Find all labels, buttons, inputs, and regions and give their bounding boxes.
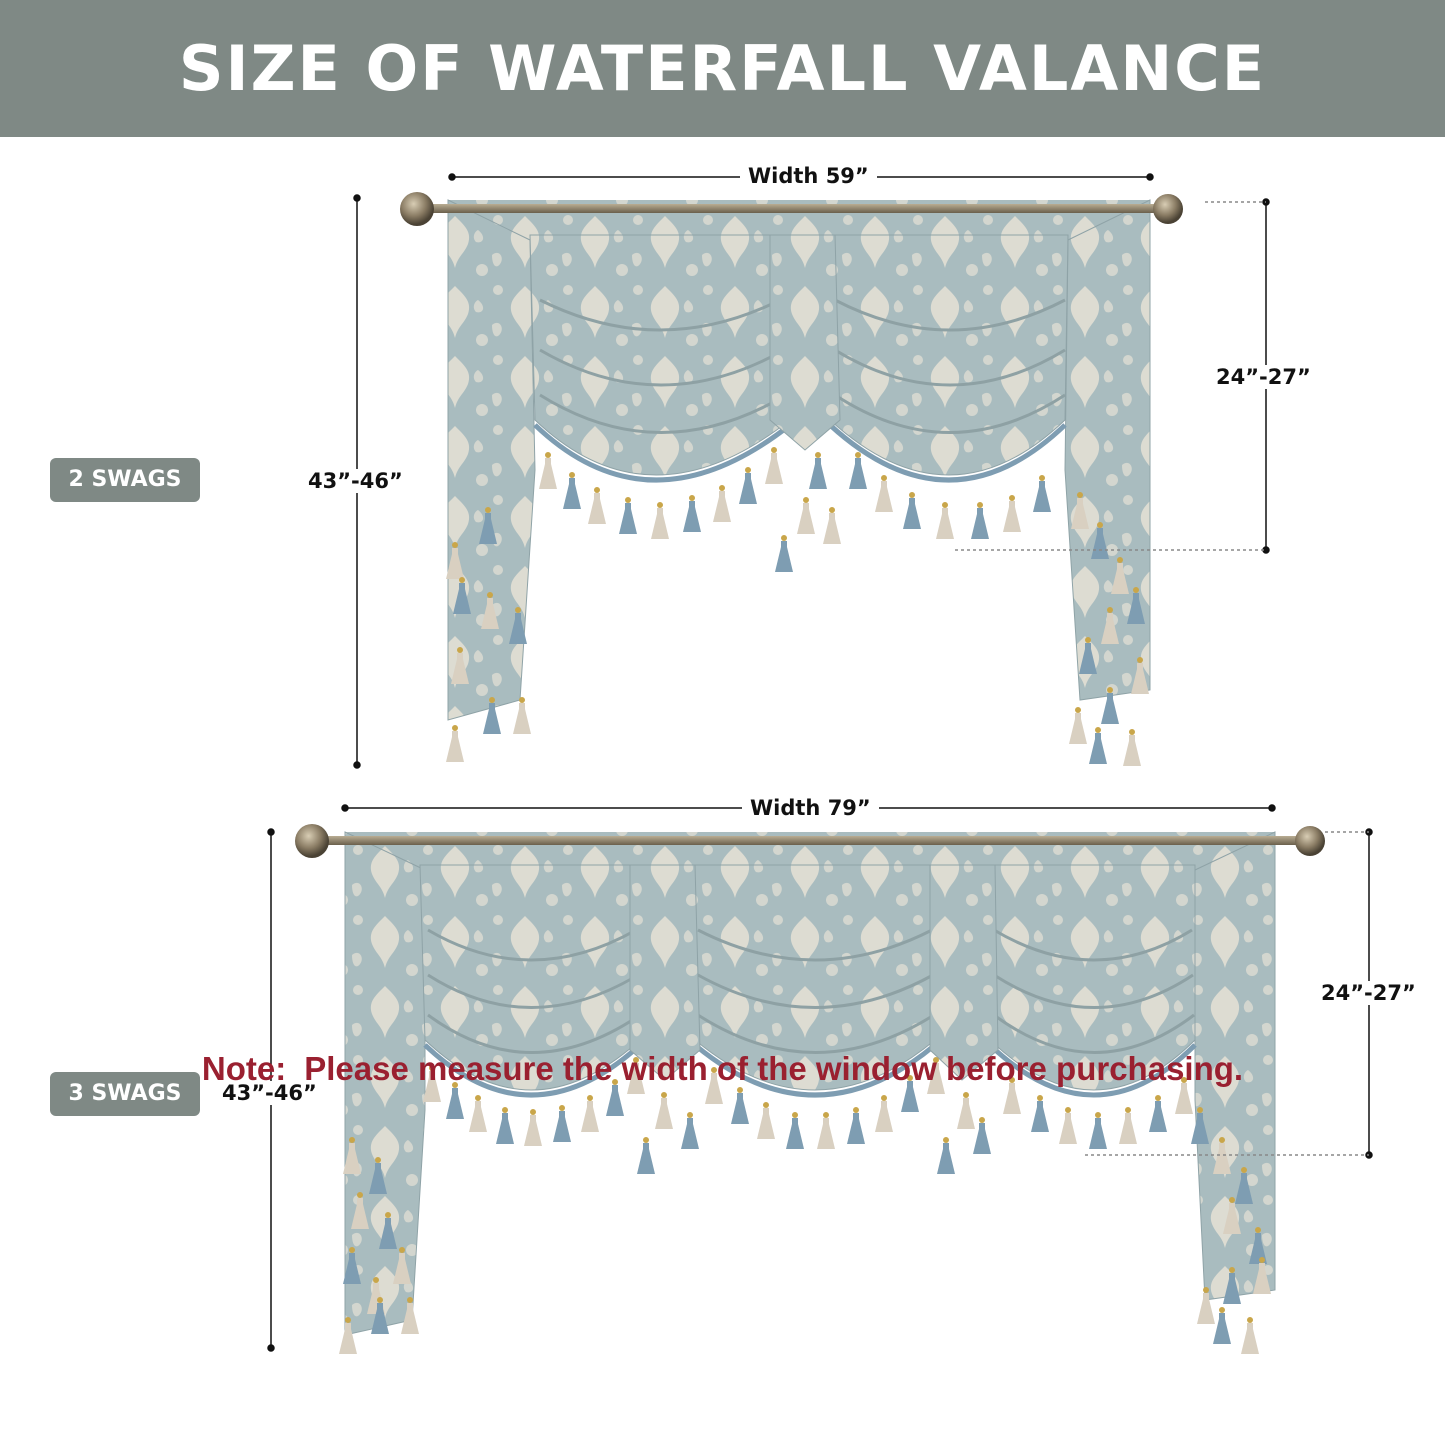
drop-label-two: 24”-27” (1208, 365, 1319, 389)
valance-two-swags (353, 173, 1270, 769)
note-label: Note: (201, 1050, 287, 1087)
curtain-rod (420, 204, 1160, 213)
curtain-rod (320, 836, 1305, 845)
page-title: SIZE OF WATERFALL VALANCE (178, 32, 1267, 105)
rod-finial-right (1295, 826, 1325, 856)
rod-finial-left (295, 824, 329, 858)
drop-label-three: 24”-27” (1313, 981, 1424, 1005)
height-label-two: 43”-46” (300, 469, 411, 493)
header-banner: SIZE OF WATERFALL VALANCE (0, 0, 1445, 137)
rod-finial-right (1153, 194, 1183, 224)
note-text: Please measure the width of the window b… (304, 1050, 1244, 1087)
badge-three-swags: 3 SWAGS (50, 1072, 200, 1116)
purchase-note: Note: Please measure the width of the win… (0, 1050, 1445, 1088)
valance-three-swags (267, 804, 1373, 1354)
badge-two-swags: 2 SWAGS (50, 458, 200, 502)
height-label-three: 43”-46” (214, 1081, 325, 1105)
width-label-three: Width 79” (742, 796, 879, 820)
rod-finial-left (400, 192, 434, 226)
width-label-two: Width 59” (740, 164, 877, 188)
